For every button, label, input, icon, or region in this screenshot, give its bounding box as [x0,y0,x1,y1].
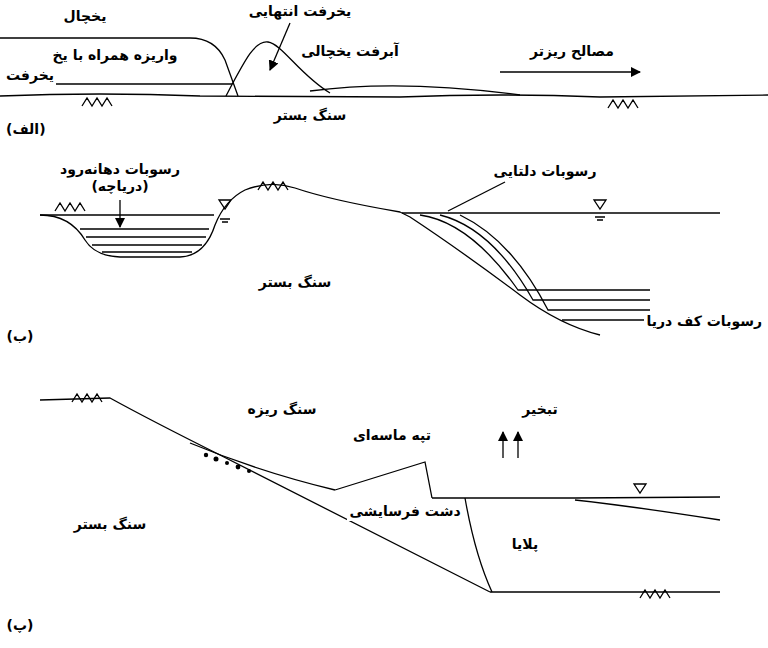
evaporation-arrow [517,432,518,458]
glacier-label: یخچال [62,8,109,26]
outwash-deposit [310,86,520,95]
glacier-outline [0,38,238,96]
bedrock-label: سنگ بستر [272,107,349,125]
lake-sediment-label: رسوبات دهانه‌رود (دریاچه) [58,161,182,196]
panel-label: (پ) [5,617,36,635]
basin-floor [490,591,720,592]
water-symbol [594,200,606,220]
leader-arrow [119,200,120,227]
panel-label: (الف) [4,121,48,139]
basin-line [575,500,720,520]
outwash-label: آبرفت یخچالی [299,43,401,61]
playa-surface [432,497,575,498]
lake-sediment-layers [80,229,209,252]
plain-label: دشت فرسایشی [347,503,462,521]
bedrock-symbol [608,100,638,108]
lake-delta-panel [40,182,720,335]
sand-dune [335,462,432,498]
water-line [402,212,720,213]
till-line [48,83,232,84]
delta-label: رسوبات دلتایی [492,163,599,181]
delta-layer [562,319,650,320]
bedrock-symbol [640,590,670,598]
evaporation-label: تبخیر [520,401,560,419]
bedrock-symbol [82,98,112,106]
water-symbol [219,200,231,222]
moraine-label: یخرفت انتهایی [247,3,354,21]
bedrock-label: سنگ بستر [257,274,334,292]
bedrock-label: سنگ بستر [72,516,149,534]
panel-label: (ب) [5,328,36,346]
debris-label: واریزه همراه با یخ [50,47,179,65]
desert-panel [40,394,720,598]
bedrock-symbol [55,203,85,211]
evaporation-arrow [502,432,503,458]
glacier-panel [0,23,768,108]
delta-layer [460,215,650,310]
ground-line [0,94,768,97]
flow-arrow [500,71,640,72]
gravel-label: سنگ ریزه [246,401,319,419]
leader-line [448,182,505,211]
seabed-label: رسوبات کف دریا [644,313,764,331]
playa-label: پلایا [510,536,540,554]
bedrock-symbol [258,182,288,190]
fine-material-label: مصالح ریزتر [528,43,616,61]
water-line [575,497,720,498]
playa-boundary [465,498,492,592]
water-line [40,214,214,215]
dune-label: تپه ماسه‌ای [351,427,433,445]
delta-layer [420,215,650,290]
leader-arrow [270,23,290,70]
gravel-surface [190,443,335,490]
bedrock-symbol [72,394,102,402]
gravel-symbols [204,453,251,473]
water-symbol [634,484,646,493]
till-label: یخرفت [4,67,56,85]
delta-layer [440,215,650,300]
bedrock-slope [40,398,490,592]
